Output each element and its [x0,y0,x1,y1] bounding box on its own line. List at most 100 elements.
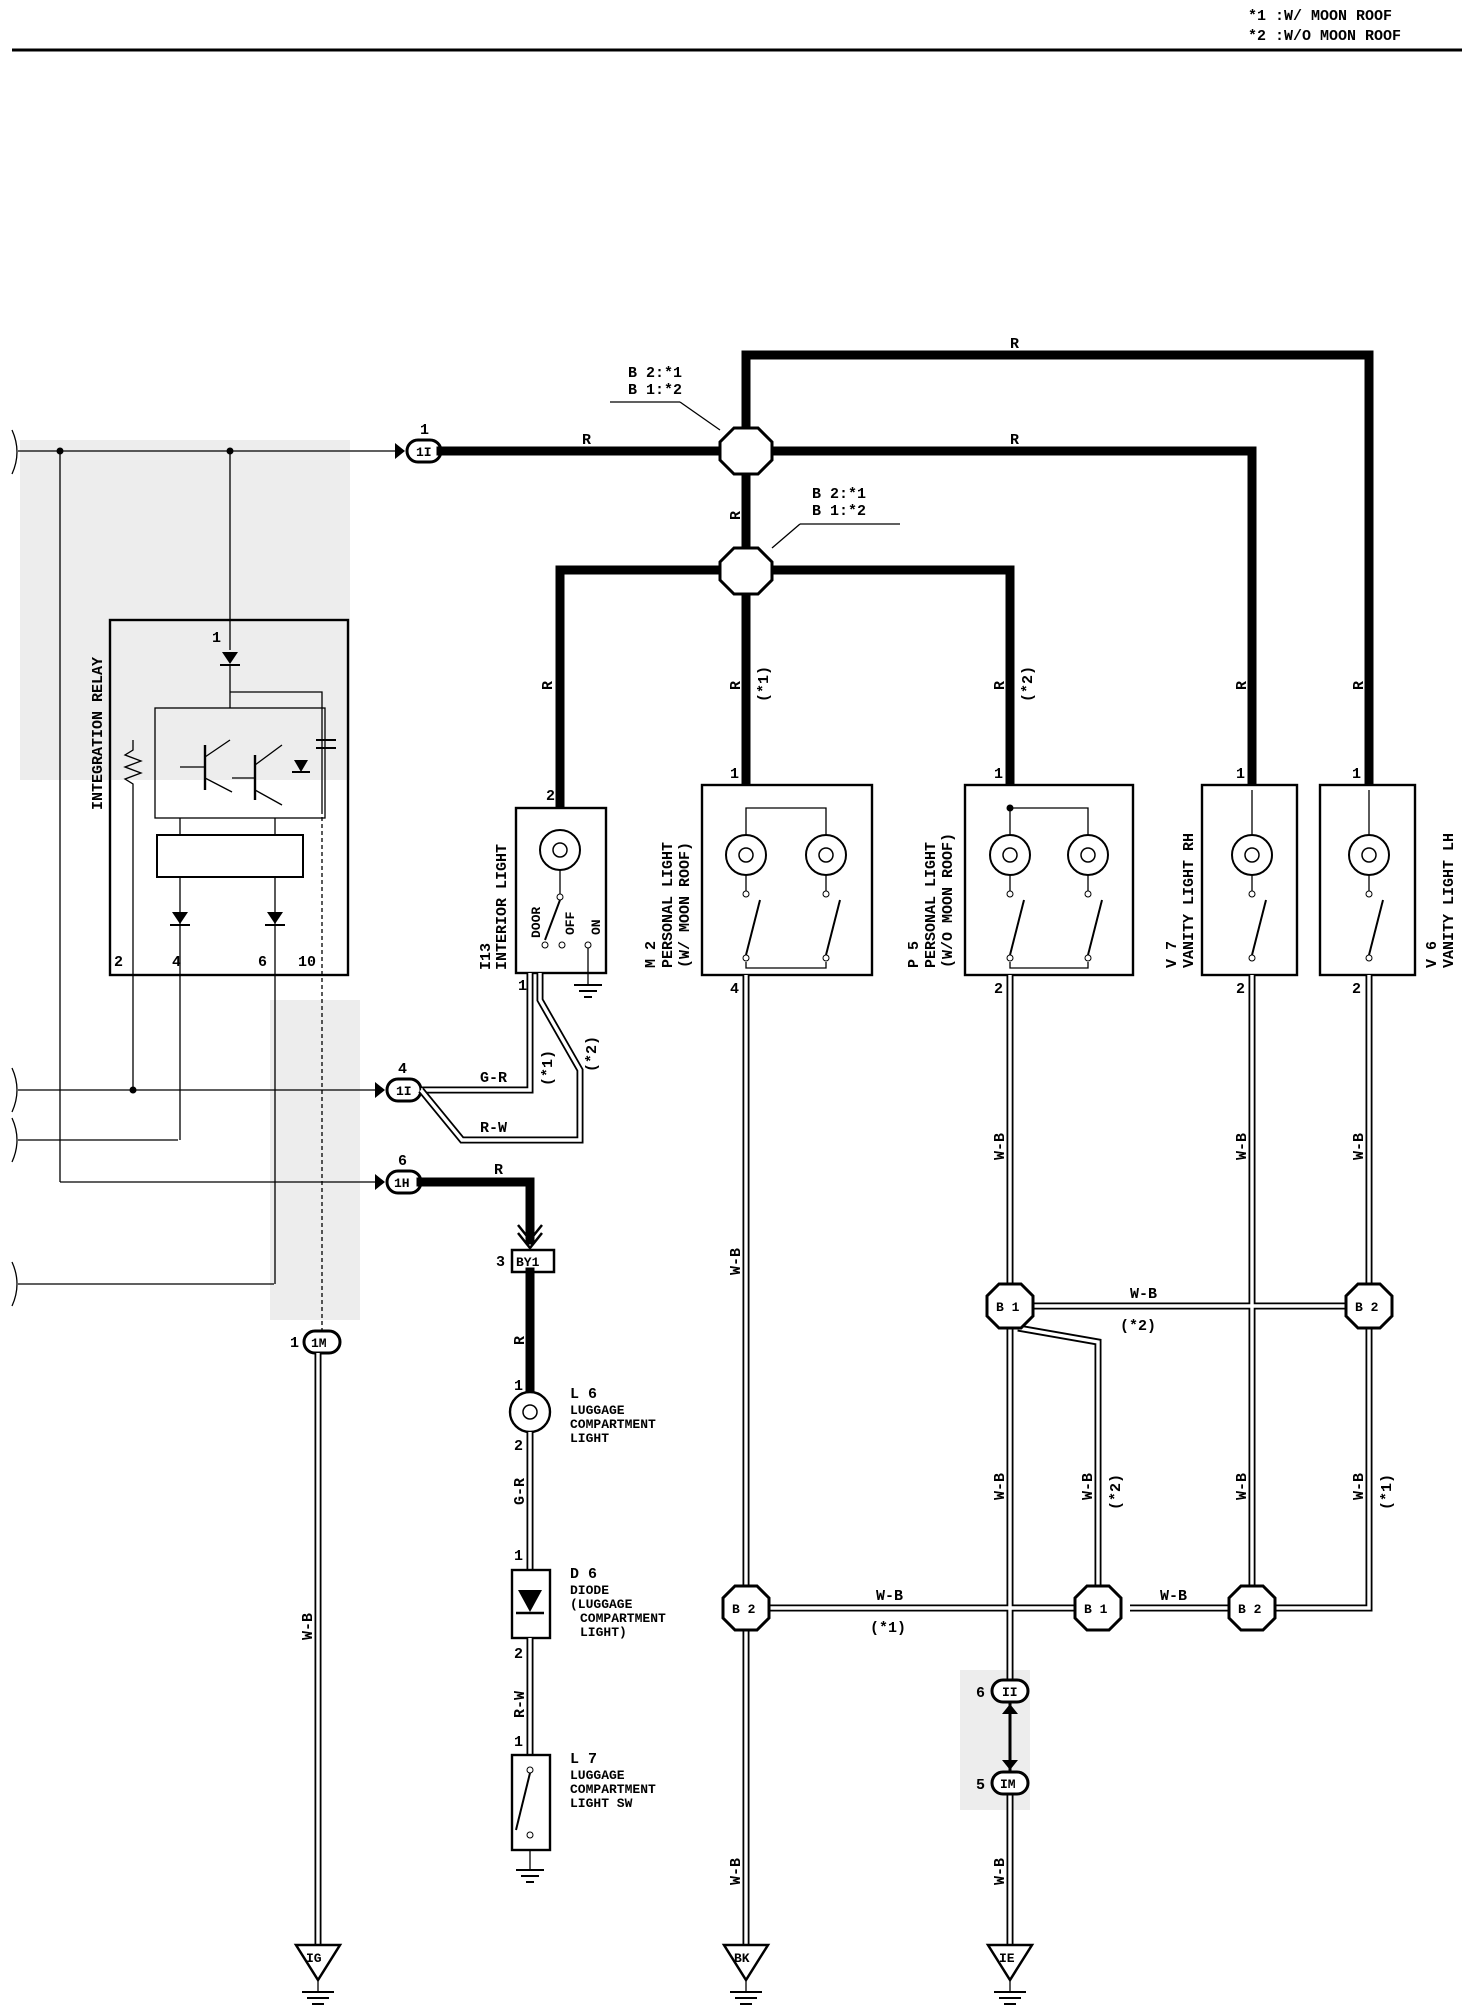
bulb-filament [522,1404,538,1420]
p5-contact [1006,890,1014,898]
i13-pin-top: 2 [546,788,555,805]
v7-switch [1251,899,1267,956]
diode-symbol [518,1590,542,1612]
transistor-2-emitter [254,789,283,806]
m2-switch [745,899,761,956]
i13-switch [544,899,561,941]
wire-label-s1: (*1) [1379,1474,1396,1510]
i13-contact [558,941,566,949]
p5-wire [1009,807,1089,835]
l7-line1: LUGGAGE [570,1768,625,1783]
wire-r-to-by1 [416,1177,535,1245]
bulb-filament [1361,847,1377,863]
wire-label-w-b: W-B [1130,1286,1157,1303]
bulb-filament [1002,847,1018,863]
l6-line1: LUGGAGE [570,1403,625,1418]
p5-variant: (W/O MOON ROOF) [940,833,957,968]
v6-name: VANITY LIGHT LH [1441,833,1458,968]
svg-text:3: 3 [496,1254,505,1271]
wire-label-g-r: G-R [480,1070,507,1087]
p5-contact [1084,890,1092,898]
v7-contact [1248,954,1256,962]
connector-II: II 6 [976,1678,1030,1704]
by1-arrow [517,1232,543,1251]
splice-second [718,546,774,596]
l6-id: L 6 [570,1386,597,1403]
feed-stub-2 [11,1067,18,1113]
ground-ig: IG [293,1943,343,2005]
splice-top [718,426,774,476]
d6-line4: LIGHT) [580,1625,627,1640]
i13-pin-bot: 1 [518,978,527,995]
junction-b1-lower: B 1 [1073,1584,1123,1632]
svg-text:B 1: B 1 [996,1300,1020,1315]
interior-light-bulb [539,829,581,871]
relay-diode-6 [267,912,283,924]
by1-arrow [517,1224,543,1243]
p5-pin-top: 1 [994,766,1003,783]
m2-id: M 2 [643,941,660,968]
relay-pin-1: 1 [212,630,221,647]
l6-pin-top: 1 [514,1378,523,1395]
l7-contact [526,1831,534,1839]
p5-switch [1009,899,1025,956]
wire-label-r: R [512,1336,529,1345]
wire-label-s2: (*2) [1020,666,1037,702]
svg-text:B 2: B 2 [732,1602,756,1617]
integration-relay-box [108,618,350,977]
svg-text:6: 6 [976,1685,985,1702]
m2-bulb-2 [805,834,847,876]
w-b-ground-wires [314,975,1373,1945]
p5-switch [1087,899,1103,956]
d6-pin-bot: 2 [514,1646,523,1663]
bulb-filament [818,847,834,863]
svg-text:1H: 1H [394,1176,410,1191]
transistor-1-collector [204,739,231,758]
wire-label-w-b: W-B [300,1613,317,1640]
wire-r-to-v7 [763,446,1257,795]
svg-text:IM: IM [1000,1777,1016,1792]
splice-second-label: B 2:*1 [812,486,866,503]
connector-1I-b: 1I 4 [375,1061,423,1103]
v6-pin-bot: 2 [1352,981,1361,998]
v7-bulb [1231,834,1273,876]
personal-light-p5 [963,783,1135,977]
wire-label-s2: (*2) [1108,1474,1125,1510]
m2-contact [822,890,830,898]
wire-label-w-b: W-B [992,1858,1009,1885]
v7-pin-top: 1 [1236,766,1245,783]
d6-id: D 6 [570,1566,597,1583]
svg-text:1I: 1I [416,445,432,460]
wire-label-r: R [582,432,591,449]
p5-contact [1006,954,1014,962]
connector-1M: 1M 1 [290,1329,342,1355]
wire-label-r: R [1351,681,1368,690]
wire-label-w-b: W-B [1351,1473,1368,1500]
relay-diode-in [222,652,238,664]
relay-pin-2: 2 [114,954,123,971]
relay-shade [20,440,350,780]
connector-1I: 1I 1 [395,422,443,464]
wire-label-r: R [728,511,745,520]
l7-id: L 7 [570,1751,597,1768]
v7-id: V 7 [1164,941,1181,968]
wire-label-s1: (*1) [870,1620,906,1637]
junction-b2-upper: B 2 [1344,1282,1394,1330]
splice-second-label-2: B 1:*2 [812,503,866,520]
wire-label-w-b: W-B [1234,1473,1251,1500]
i13-contact [541,941,549,949]
wire-label-r-w: R-W [480,1120,507,1137]
svg-text:1: 1 [290,1335,299,1352]
wire-label-r: R [728,681,745,690]
svg-text:IG: IG [306,1951,322,1966]
m2-pin-bot: 4 [730,981,739,998]
relay-resistor [123,740,143,1090]
ground-ie: IE [985,1943,1035,2005]
l6-pin-bot: 2 [514,1438,523,1455]
svg-text:B 1: B 1 [1084,1602,1108,1617]
wire-r-to-v6 [741,350,1374,795]
l7-line3: LIGHT SW [570,1796,633,1811]
junction-b1-upper: B 1 [985,1282,1035,1330]
bulb-filament [1244,847,1260,863]
wire-label-w-b: W-B [1351,1133,1368,1160]
